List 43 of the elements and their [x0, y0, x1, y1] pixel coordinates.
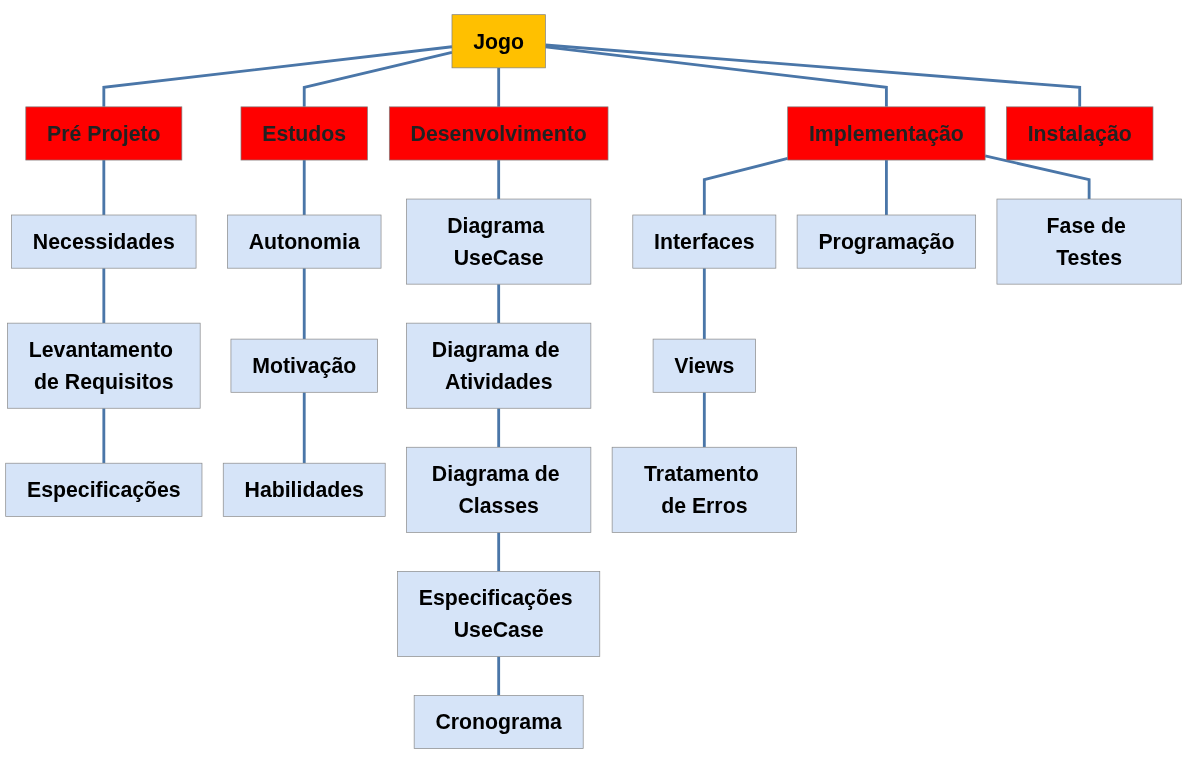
connector: [885, 160, 888, 216]
node-box: Pré Projeto: [25, 106, 183, 161]
node-box: Autonomia: [227, 215, 382, 269]
connector: [497, 656, 501, 696]
connector: [497, 160, 501, 200]
node-box: Jogo: [451, 14, 546, 69]
node-box: Habilidades: [222, 463, 386, 518]
connector: [302, 392, 306, 464]
node-box: Estudos: [240, 106, 368, 161]
connector: [497, 532, 501, 572]
connector: [102, 160, 106, 216]
node-box: Implementação: [787, 106, 986, 161]
connector: [302, 268, 306, 340]
node-box: Desenvolvimento: [388, 106, 609, 161]
connector: [702, 157, 789, 216]
connector: [702, 392, 706, 448]
node-box: Necessidades: [11, 215, 197, 269]
node-box: Especificações: [5, 463, 203, 518]
node-box: Motivação: [230, 339, 378, 393]
node-box: Instalação: [1006, 106, 1154, 161]
node-box: Interfaces: [632, 215, 777, 269]
connector: [302, 160, 306, 216]
node-box: Diagrama de Classes: [406, 447, 592, 534]
connector: [545, 43, 1082, 108]
connector: [102, 45, 453, 108]
connector: [102, 268, 106, 324]
node-box: Especificações UseCase: [397, 571, 601, 658]
node-box: Fase de Testes: [996, 199, 1182, 285]
connector: [497, 68, 501, 108]
connector: [545, 45, 888, 108]
node-box: Diagrama UseCase: [406, 199, 592, 285]
connector: [497, 408, 501, 448]
node-box: Programação: [796, 215, 976, 269]
connector: [497, 284, 501, 324]
node-box: Levantamento de Requisitos: [7, 323, 201, 409]
connector: [102, 408, 106, 464]
node-box: Tratamento de Erros: [611, 447, 797, 534]
node-box: Cronograma: [413, 695, 584, 750]
node-box: Views: [652, 339, 756, 393]
connector: [702, 268, 706, 340]
connector: [302, 51, 453, 108]
connector: [984, 154, 1091, 200]
node-box: Diagrama de Atividades: [406, 323, 592, 409]
